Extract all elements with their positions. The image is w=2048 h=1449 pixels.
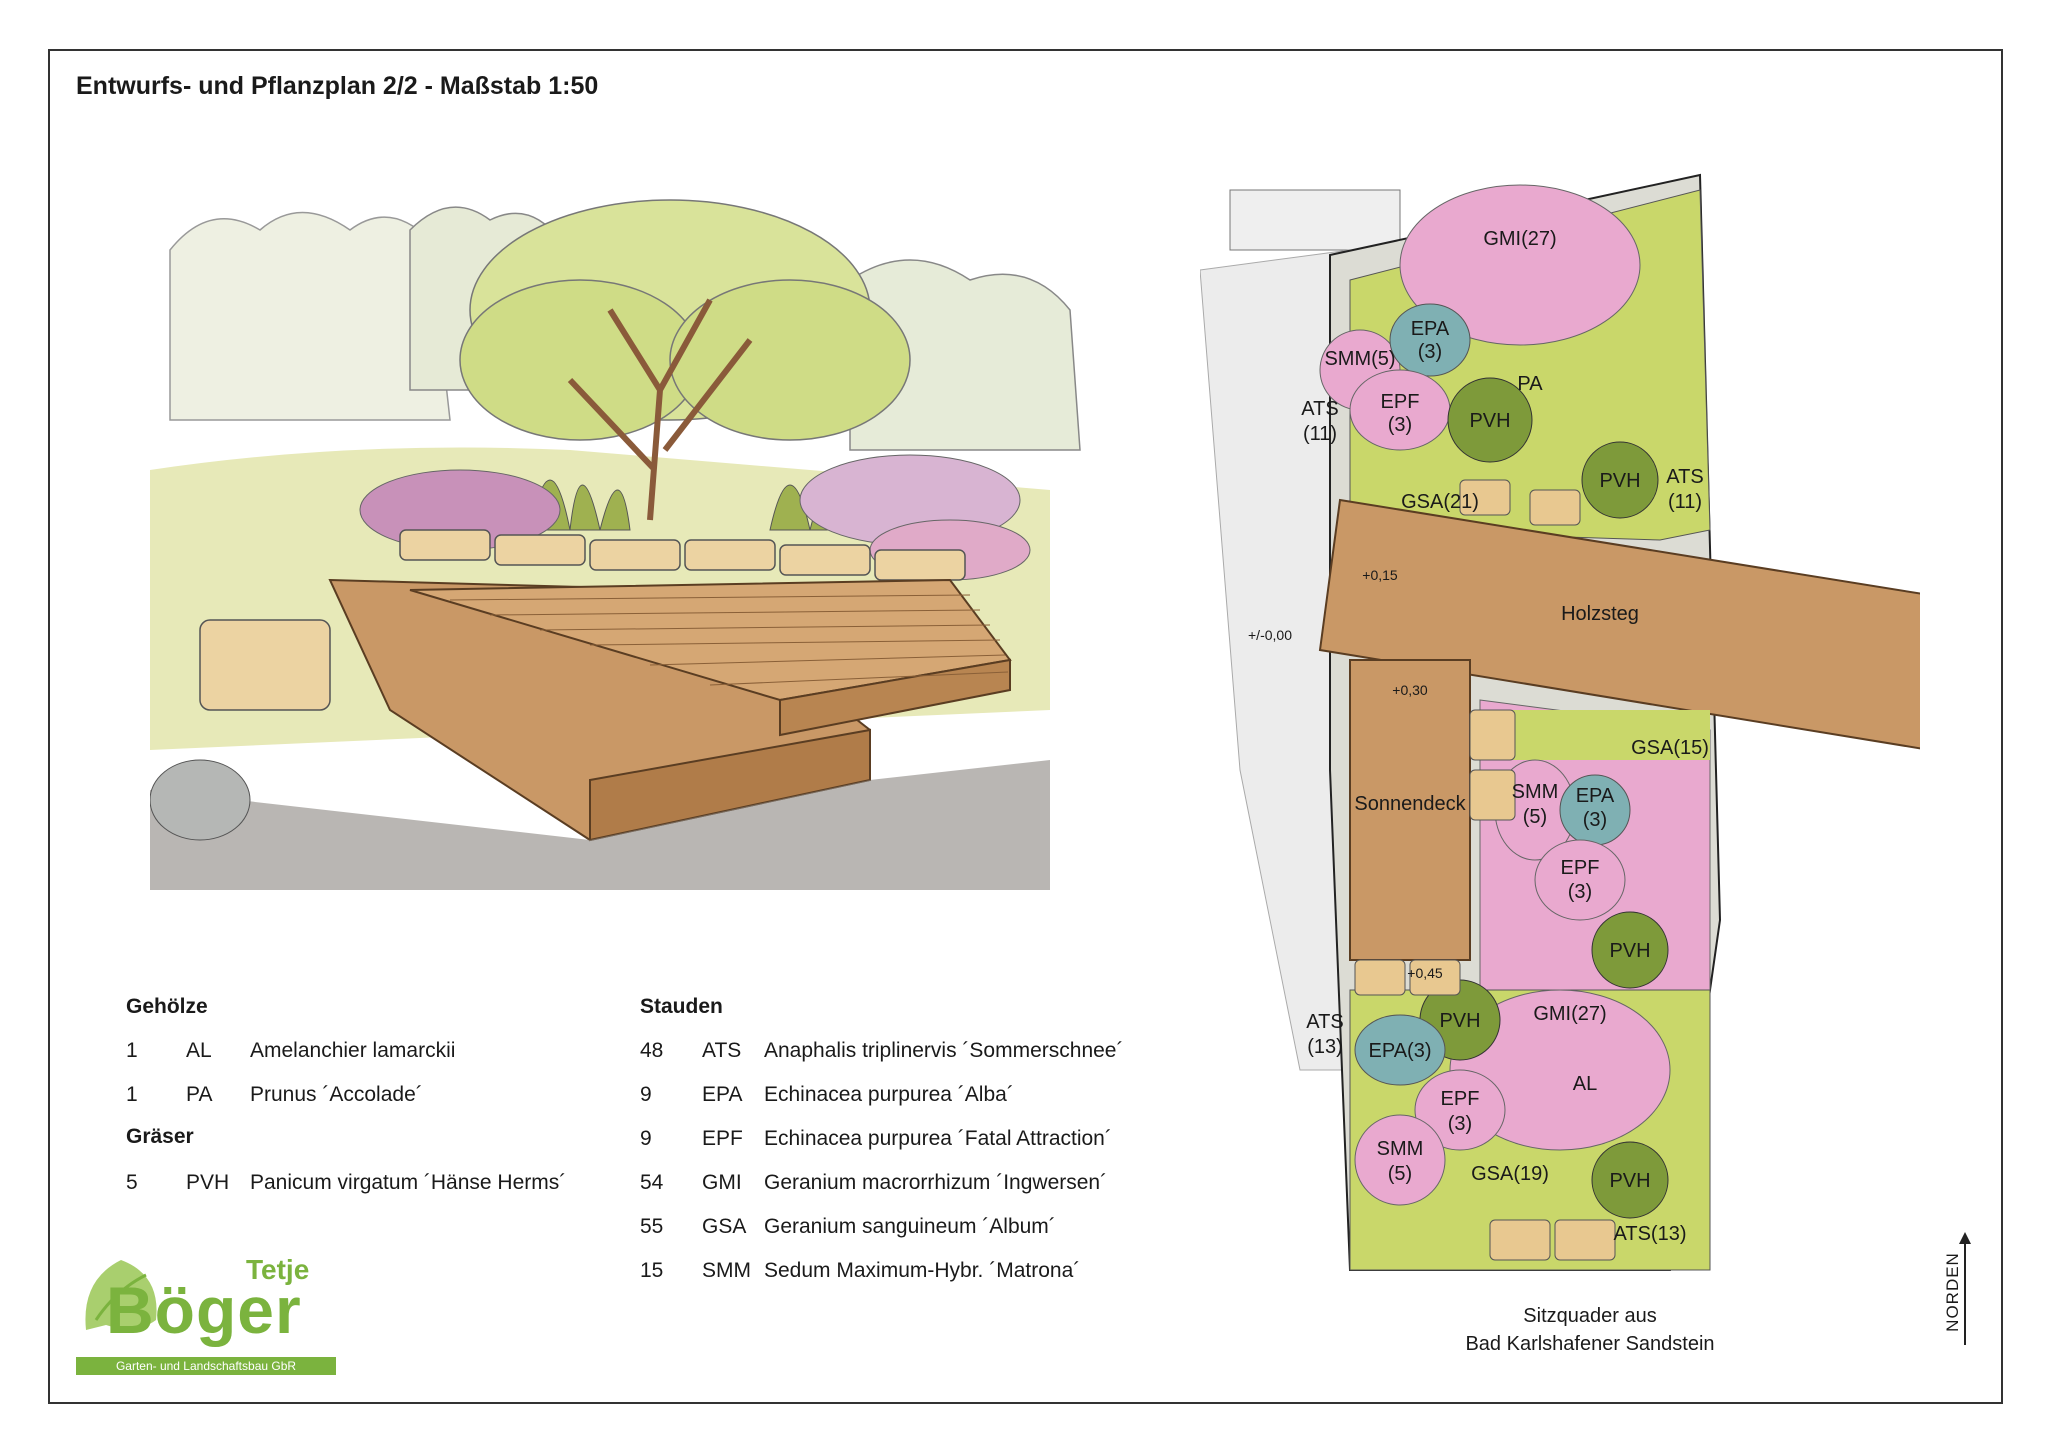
legend-name: Echinacea purpurea ´Fatal Attraction´ [764, 1127, 1112, 1150]
label-smm-bot-1: SMM [1377, 1138, 1424, 1160]
logo-first-name: Tetje [246, 1254, 310, 1285]
label-epf-mid-1: EPF [1561, 857, 1600, 879]
legend-code: PA [186, 1083, 213, 1106]
label-ats-br: ATS(13) [1614, 1223, 1687, 1245]
label-epf-bot-1: EPF [1441, 1088, 1480, 1110]
label-gsa-top: GSA(21) [1401, 491, 1479, 513]
label-pa: PA [1517, 373, 1543, 395]
legend-name: Amelanchier lamarckii [250, 1039, 456, 1062]
legend-qty: 5 [126, 1171, 138, 1194]
legend-qty: 9 [640, 1083, 652, 1106]
legend-code: GSA [702, 1215, 747, 1238]
label-ats-bl-2: (13) [1307, 1036, 1343, 1058]
legend-name: Prunus ´Accolade´ [250, 1083, 423, 1106]
legend-name: Panicum virgatum ´Hänse Herms´ [250, 1171, 567, 1194]
sitzquader-note: Sitzquader aus Bad Karlshafener Sandstei… [1440, 1302, 1740, 1358]
north-arrow: NORDEN [1935, 1230, 1975, 1350]
sitzquader-line-2: Bad Karlshafener Sandstein [1465, 1333, 1715, 1355]
legend-qty: 54 [640, 1171, 664, 1194]
drawing-frame [48, 49, 2003, 1404]
north-label: NORDEN [1942, 1252, 1962, 1332]
label-level-000: +/-0,00 [1248, 627, 1292, 643]
label-gsa-mid: GSA(15) [1631, 737, 1709, 759]
label-ats-tr-1: ATS [1666, 466, 1703, 488]
page-title: Entwurfs- und Pflanzplan 2/2 - Maßstab 1… [76, 72, 599, 100]
label-ats-tl-2: (11) [1303, 423, 1337, 445]
label-pvh-4: PVH [1439, 1010, 1480, 1032]
label-ats-bl-1: ATS [1306, 1011, 1343, 1033]
label-epf-top-2: (3) [1388, 414, 1412, 436]
legend-code: AL [186, 1039, 212, 1062]
label-pvh-3: PVH [1609, 940, 1650, 962]
label-level-045: +0,45 [1407, 965, 1443, 981]
label-ats-tr-2: (11) [1668, 491, 1702, 513]
legend-code: ATS [702, 1039, 742, 1062]
legend-heading-gehoelze: Gehölze [126, 995, 208, 1018]
label-epa-mid-1: EPA [1576, 785, 1615, 807]
label-smm-mid-1: SMM [1512, 781, 1559, 803]
label-gmi-top: GMI(27) [1483, 228, 1556, 250]
label-gsa-bot: GSA(19) [1471, 1163, 1549, 1185]
legend-code: EPF [702, 1127, 743, 1150]
legend-code: SMM [702, 1259, 751, 1282]
label-holzsteg: Holzsteg [1561, 603, 1639, 625]
label-smm-bot-2: (5) [1388, 1163, 1412, 1185]
label-level-015: +0,15 [1362, 567, 1398, 583]
label-epa-mid-2: (3) [1583, 809, 1607, 831]
label-pvh-2: PVH [1599, 470, 1640, 492]
label-pvh-1: PVH [1469, 410, 1510, 432]
label-gmi-bot: GMI(27) [1533, 1003, 1606, 1025]
label-epf-mid-2: (3) [1568, 881, 1592, 903]
legend-qty: 55 [640, 1215, 664, 1238]
legend-qty: 1 [126, 1039, 138, 1062]
legend-heading-stauden: Stauden [640, 995, 723, 1018]
legend-qty: 9 [640, 1127, 652, 1150]
legend-code: EPA [702, 1083, 743, 1106]
legend-name: Echinacea purpurea ´Alba´ [764, 1083, 1014, 1106]
legend-woody-grasses: Gehölze 1 AL Amelanchier lamarckii 1 PA … [126, 995, 646, 1195]
label-sonnendeck: Sonnendeck [1354, 793, 1466, 815]
legend-qty: 15 [640, 1259, 664, 1282]
legend-qty: 48 [640, 1039, 664, 1062]
label-epf-top-1: EPF [1381, 391, 1420, 413]
garden-perspective-sketch [150, 199, 1081, 890]
north-arrow-icon [1959, 1232, 1971, 1345]
legend-name: Geranium sanguineum ´Album´ [764, 1215, 1056, 1238]
label-smm-top: SMM(5) [1324, 348, 1395, 370]
label-al: AL [1573, 1073, 1597, 1095]
label-epa-top-1: EPA [1411, 318, 1450, 340]
label-smm-mid-2: (5) [1523, 806, 1547, 828]
legend-name: Sedum Maximum-Hybr. ´Matrona´ [764, 1259, 1081, 1282]
legend-heading-graeser: Gräser [126, 1125, 194, 1148]
sitzquader-line-1: Sitzquader aus [1523, 1305, 1657, 1327]
legend-name: Geranium macrorrhizum ´Ingwersen´ [764, 1171, 1108, 1194]
legend-perennials: Stauden 48 ATS Anaphalis triplinervis ´S… [640, 995, 1200, 1295]
company-logo: Tetje Böger Garten- und Landschaftsbau G… [76, 1250, 336, 1380]
leaf-icon [85, 1260, 157, 1330]
legend-name: Anaphalis triplinervis ´Sommerschnee´ [764, 1039, 1124, 1062]
logo-tagline: Garten- und Landschaftsbau GbR [76, 1357, 336, 1375]
legend-code: GMI [702, 1171, 742, 1194]
label-epa-top-2: (3) [1418, 341, 1442, 363]
label-epa-bot: EPA(3) [1369, 1040, 1432, 1062]
legend-code: PVH [186, 1171, 230, 1194]
label-epf-bot-2: (3) [1448, 1113, 1472, 1135]
logo-last-name: Böger [106, 1273, 302, 1347]
planting-plan: GMI(27) PA SMM(5) EPA (3) EPF (3) PVH AT… [1200, 173, 1920, 1271]
legend-qty: 1 [126, 1083, 138, 1106]
label-level-030: +0,30 [1392, 682, 1428, 698]
label-ats-tl-1: ATS [1301, 398, 1338, 420]
label-pvh-5: PVH [1609, 1170, 1650, 1192]
